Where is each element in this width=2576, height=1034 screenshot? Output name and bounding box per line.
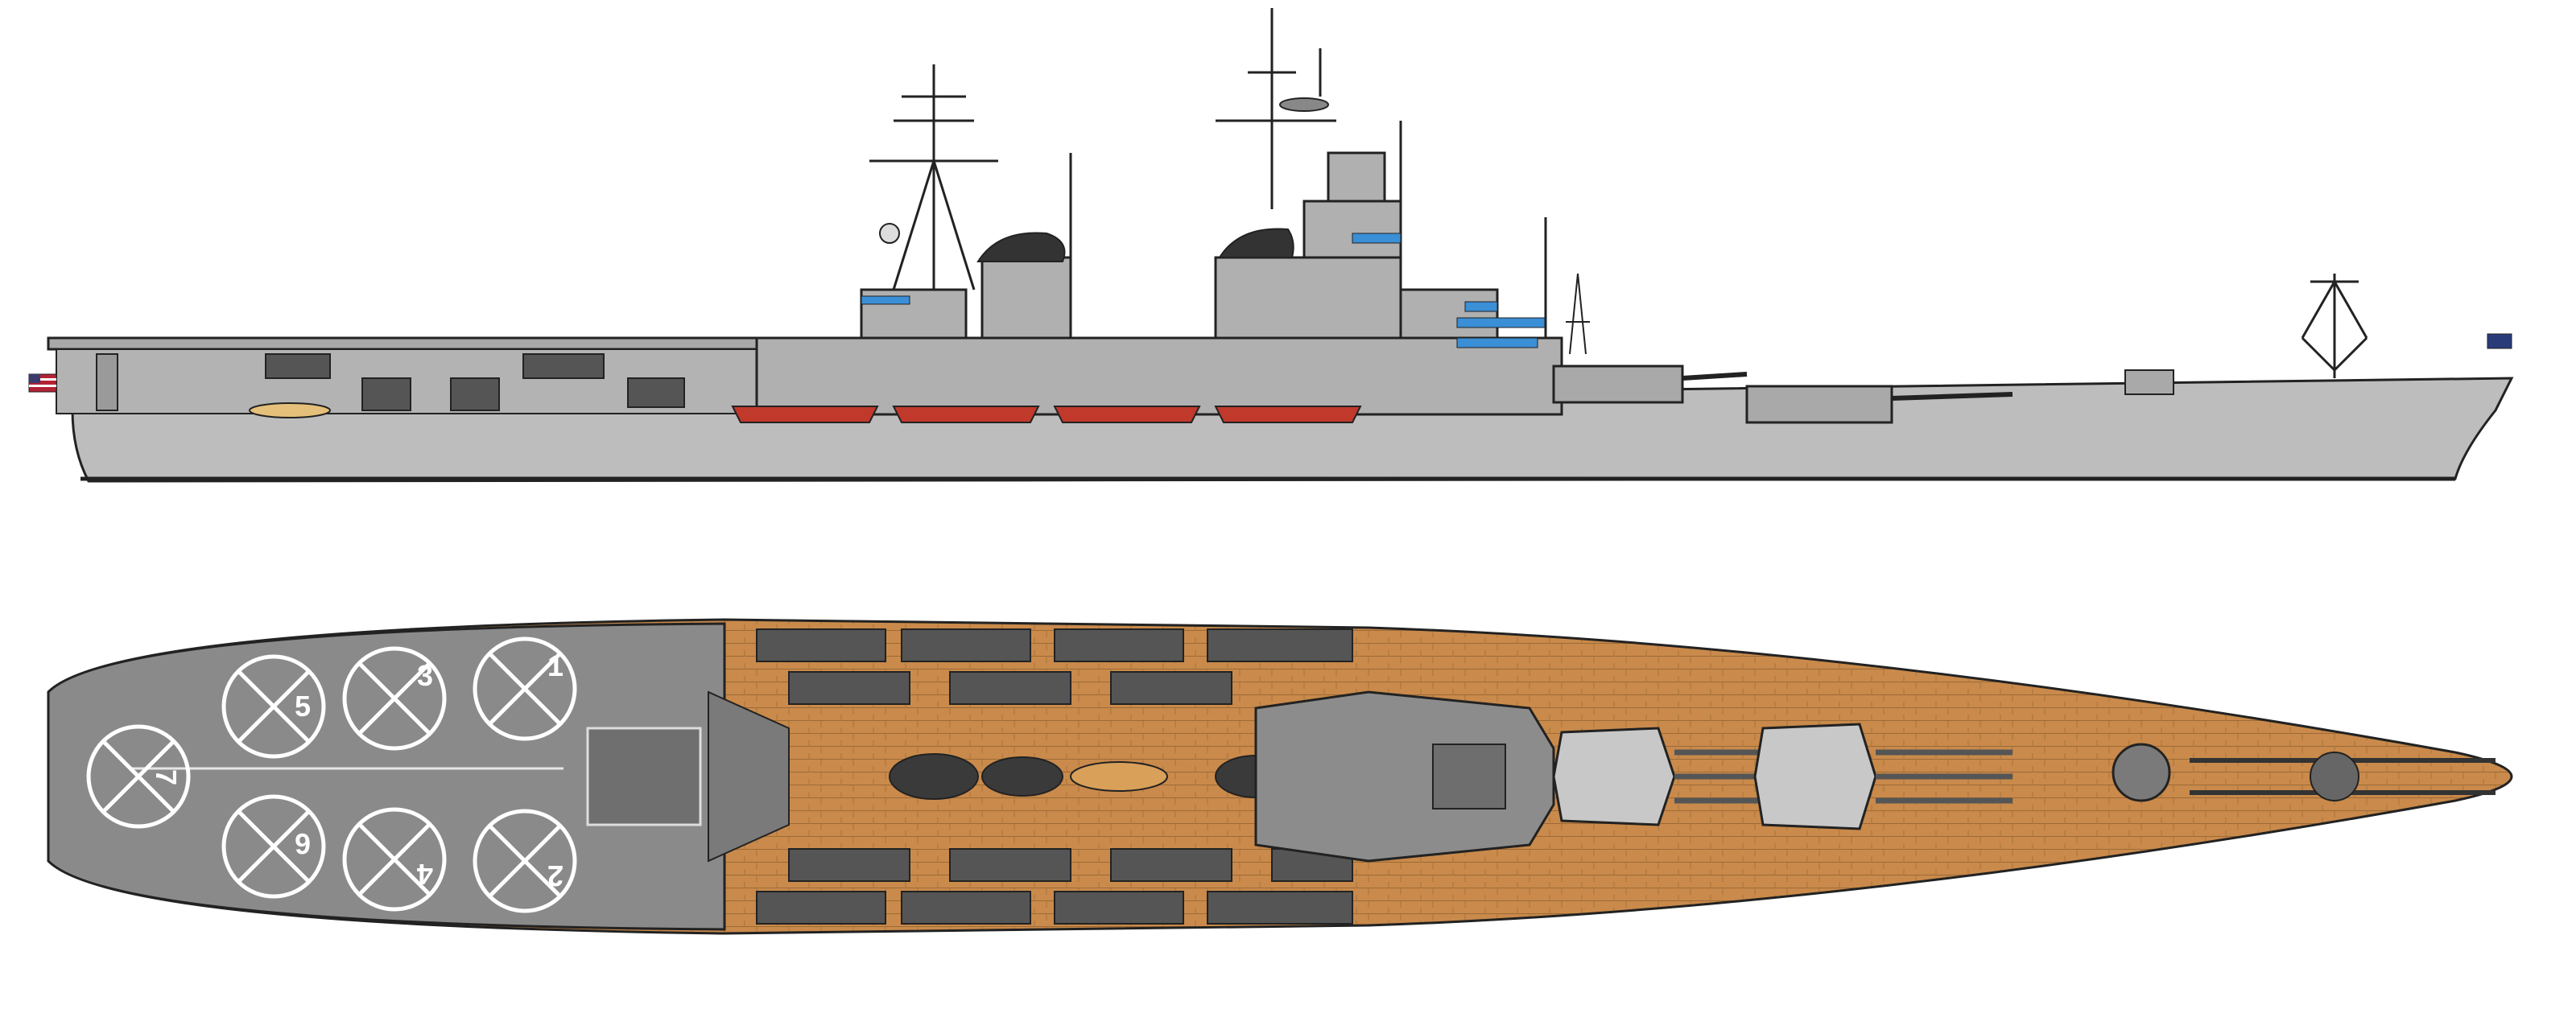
- helipads: [86, 636, 577, 913]
- helipad-label: 4: [417, 858, 433, 891]
- helipad: [86, 724, 191, 829]
- deck-equipment-rows: [756, 628, 1353, 925]
- helipad: [342, 646, 447, 751]
- helipad: [342, 807, 447, 912]
- helipad-labels: 1 2 3 4 5 6 7: [150, 649, 564, 892]
- helipad: [473, 809, 577, 913]
- elevator: [586, 727, 702, 826]
- turrets-plan: [1552, 723, 2013, 830]
- top-plan: 1 2 3 4 5 6 7: [47, 618, 2513, 935]
- helipad: [473, 636, 577, 741]
- boats-side: [731, 406, 1362, 423]
- helipad-label: 5: [295, 690, 311, 723]
- aft-mast: [869, 64, 1072, 290]
- aft-funnel-cap: [976, 232, 1066, 262]
- radar-dish: [1279, 97, 1329, 112]
- helipad-label: 1: [547, 649, 564, 682]
- union-jack-icon: [2487, 333, 2512, 349]
- side-profile: [28, 8, 2514, 483]
- flight-deck-plan: [47, 622, 726, 931]
- bridge-windows: [861, 233, 1546, 348]
- bridge-tower: [1214, 256, 1402, 340]
- forward-mast: [1216, 8, 1336, 209]
- hangar-openings: [265, 353, 685, 411]
- superstructure-plan: [1254, 690, 1555, 863]
- bow-mast: [2301, 274, 2368, 378]
- forecastle-hatch: [2112, 743, 2171, 802]
- helipad-label: 6: [295, 827, 311, 860]
- helipad: [221, 794, 326, 899]
- flight-deck-side: [47, 336, 758, 351]
- helipad-label: 2: [547, 859, 564, 892]
- helipad-label: 3: [417, 659, 433, 692]
- superstructure-side: [755, 336, 1563, 416]
- turrets-side: [1552, 365, 2013, 424]
- us-flag-icon: [28, 373, 57, 393]
- helipad-label: 7: [150, 769, 183, 785]
- helipad: [221, 654, 326, 759]
